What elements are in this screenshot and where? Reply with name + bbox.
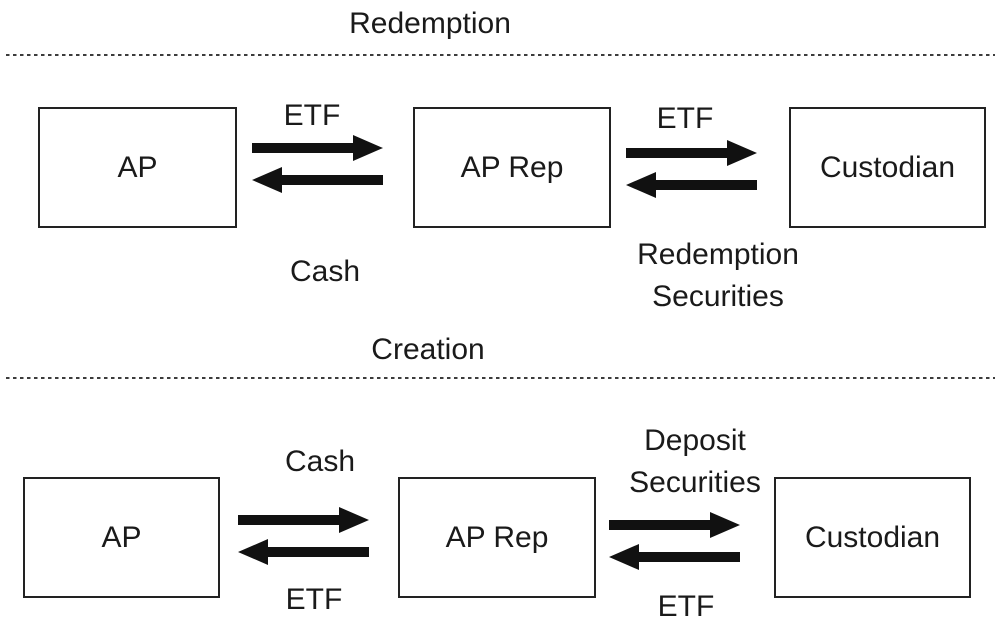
exchange-arrows-icon <box>626 140 757 198</box>
section-divider-redemption <box>6 54 995 56</box>
node-label: AP Rep <box>460 150 564 184</box>
exchange-arrows-icon <box>238 507 369 565</box>
node-ap-creation: AP <box>23 477 220 598</box>
flow-label-cash: Cash <box>289 255 361 288</box>
flow-label-redemption-securities: Redemption Securities <box>637 238 799 313</box>
node-ap-rep-creation: AP Rep <box>398 477 596 598</box>
node-label: AP <box>117 150 158 184</box>
section-title-redemption: Redemption <box>349 7 511 40</box>
node-custodian-creation: Custodian <box>774 477 971 598</box>
node-ap-rep-redemption: AP Rep <box>413 107 611 228</box>
section-title-creation: Creation <box>371 333 485 366</box>
flow-label-etf: ETF <box>657 590 715 623</box>
node-label: AP <box>101 520 142 554</box>
flow-label-deposit-securities: Deposit Securities <box>629 424 761 499</box>
flow-label-etf: ETF <box>285 583 343 616</box>
node-label: AP Rep <box>445 520 549 554</box>
flow-label-etf: ETF <box>656 102 714 135</box>
section-divider-creation <box>6 377 995 379</box>
node-custodian-redemption: Custodian <box>789 107 986 228</box>
node-label: Custodian <box>819 150 956 184</box>
flow-label-cash: Cash <box>284 445 356 478</box>
node-label: Custodian <box>804 520 941 554</box>
exchange-arrows-icon <box>252 135 383 193</box>
exchange-arrows-icon <box>609 512 740 570</box>
node-ap-redemption: AP <box>38 107 237 228</box>
flow-label-etf: ETF <box>283 99 341 132</box>
